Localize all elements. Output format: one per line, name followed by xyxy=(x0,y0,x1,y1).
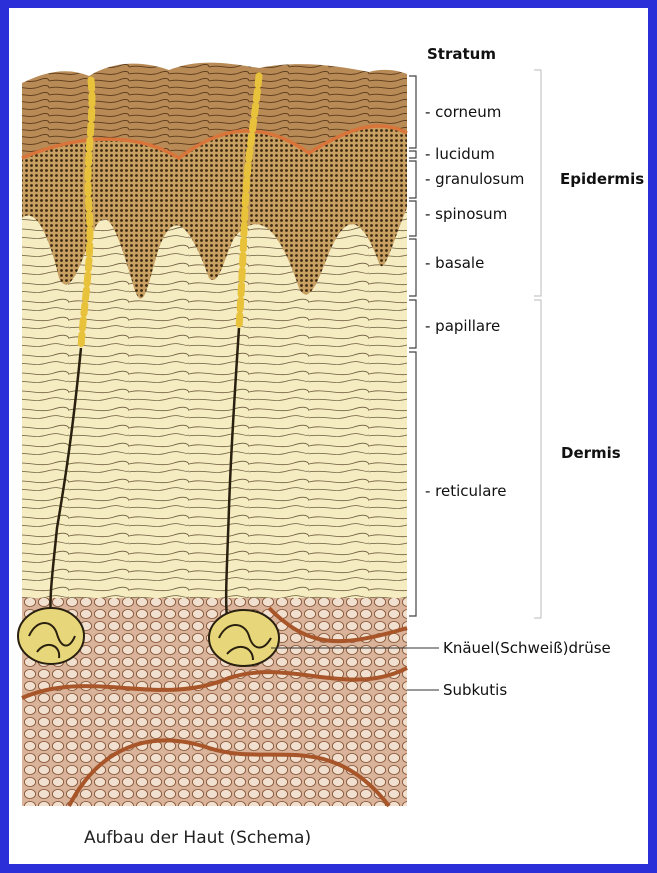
label-sweat-gland: Knäuel(Schweiß)drüse xyxy=(443,639,611,657)
stratum-brackets xyxy=(409,76,416,616)
skin-cross-section xyxy=(9,8,648,864)
label-dermis: Dermis xyxy=(561,444,621,462)
label-subcutis: Subkutis xyxy=(443,681,507,699)
label-granulosum: - granulosum xyxy=(425,170,524,188)
label-basale: - basale xyxy=(425,254,484,272)
label-reticulare: - reticulare xyxy=(425,482,506,500)
label-lucidum: - lucidum xyxy=(425,145,495,163)
label-epidermis: Epidermis xyxy=(560,170,644,188)
diagram-frame: Stratum - corneum - lucidum - granulosum… xyxy=(9,8,648,864)
diagram-caption: Aufbau der Haut (Schema) xyxy=(84,828,311,848)
label-spinosum: - spinosum xyxy=(425,205,507,223)
label-corneum: - corneum xyxy=(425,103,501,121)
stratum-header: Stratum xyxy=(427,45,496,63)
label-papillare: - papillare xyxy=(425,317,500,335)
group-brackets xyxy=(534,70,541,618)
